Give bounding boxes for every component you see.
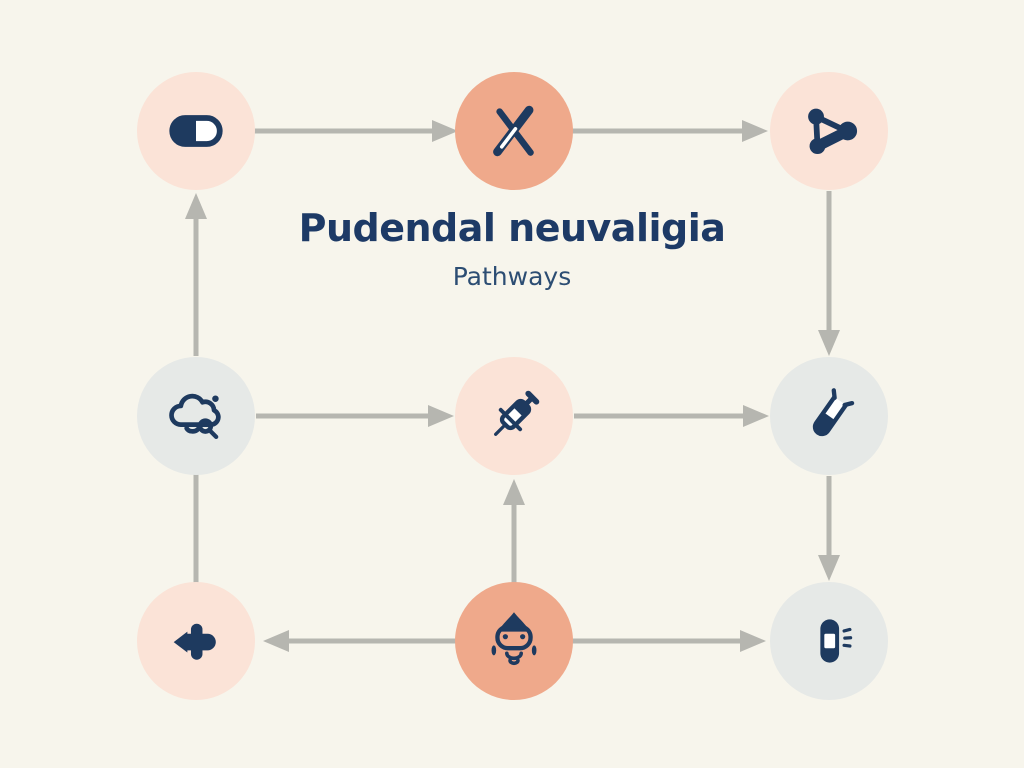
arrow-patient-to-bandage	[571, 630, 766, 652]
arrow-patient-to-medical-cross	[263, 630, 457, 652]
syringe-icon	[494, 390, 540, 436]
crossed-scalpels-icon	[493, 105, 534, 157]
node-bandage	[770, 582, 888, 700]
arrow-injection-to-lab-test	[574, 405, 769, 427]
arrow-surgical-tools-to-molecule	[571, 120, 768, 142]
node-molecule	[770, 72, 888, 190]
arrow-cloud-search-to-injection	[256, 405, 454, 427]
test-tube-icon	[812, 388, 855, 437]
arrow-cloud-search-to-medication	[185, 193, 207, 356]
cloud-search-icon	[169, 393, 221, 440]
pill-capsule-icon	[169, 115, 223, 147]
patient-face-icon	[491, 612, 537, 666]
node-surgical-tools	[455, 72, 573, 190]
node-patient	[455, 582, 573, 700]
node-medication	[137, 72, 255, 190]
node-medical-cross	[137, 582, 255, 700]
node-cloud-search	[137, 357, 255, 475]
arrow-lab-test-to-bandage	[818, 476, 840, 581]
node-injection	[455, 357, 573, 475]
medical-cross-icon	[173, 623, 216, 660]
node-lab-test	[770, 357, 888, 475]
arrow-medication-to-surgical-tools	[253, 120, 458, 142]
arrow-molecule-to-lab-test	[818, 191, 840, 356]
arrow-patient-to-injection	[503, 479, 525, 584]
bandage-icon	[820, 619, 853, 663]
molecule-network-icon	[808, 108, 858, 155]
